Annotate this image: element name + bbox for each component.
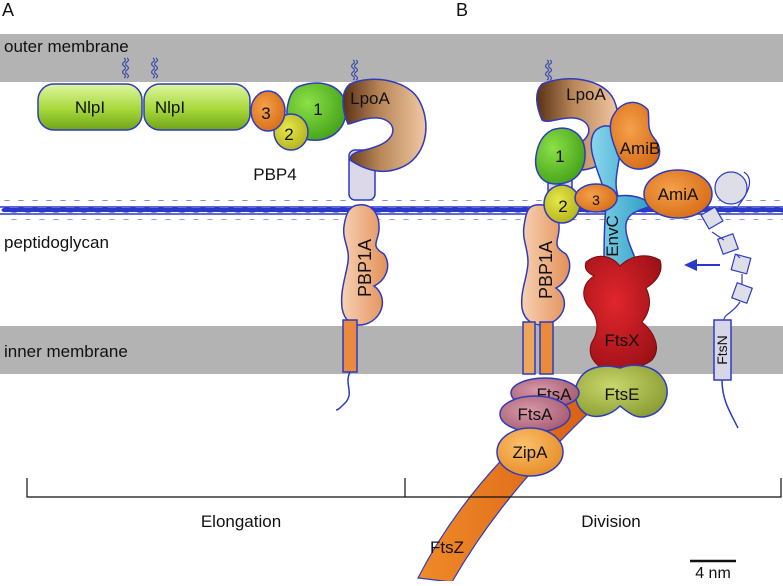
pbp1a-b-tm-2: [539, 321, 554, 375]
pbp4-b-domain-1-label: 1: [555, 147, 564, 166]
pbp4-b-domain-3: [574, 183, 618, 213]
ftsx: [583, 255, 662, 373]
nlpi-right-label: NlpI: [155, 98, 185, 117]
ftsa-2-label: FtsA: [518, 405, 554, 424]
ftsn-periplasmic: [700, 171, 754, 305]
amia-label: AmiA: [658, 185, 699, 204]
elongation-label: Elongation: [201, 512, 281, 531]
pbp4-domain-1-label: 1: [313, 100, 322, 119]
pbp4-b-domain-3-label: 3: [592, 192, 600, 208]
pbp4-b-domain-2-label: 2: [558, 197, 567, 216]
lpoa-b-label: LpoA: [566, 85, 606, 104]
outer-membrane: [0, 34, 783, 82]
ftsz-label: FtsZ: [430, 538, 464, 557]
peptidoglycan-label: peptidoglycan: [4, 233, 109, 252]
ftsn-linker: [711, 171, 751, 321]
panel-label-b: B: [456, 0, 468, 20]
pbp1a-b-tm-1: [522, 321, 536, 375]
nlpi-right: [143, 83, 251, 131]
outer-membrane-label: outer membrane: [4, 37, 129, 56]
amib-label: AmiB: [620, 139, 661, 158]
lpoa-a: [342, 78, 427, 172]
pbp1a-a-transmembrane: [342, 319, 358, 373]
division-label: Division: [581, 512, 641, 531]
pbp1a-a-label: PBP1A: [355, 239, 375, 297]
panel-label-a: A: [2, 0, 14, 20]
ftsn-tail: [721, 379, 739, 429]
inner-membrane-label: inner membrane: [4, 342, 128, 361]
ftsn-label: FtsN: [714, 335, 730, 365]
pbp4-domain-3: [250, 90, 286, 132]
amia: [643, 169, 713, 219]
pbp4-b-domain-1: [534, 127, 586, 185]
ftsx-label: FtsX: [605, 331, 640, 350]
pbp4-label: PBP4: [253, 165, 296, 184]
lpoa-a-label: LpoA: [350, 89, 390, 108]
nlpi-left: [37, 83, 143, 131]
zipa: [496, 427, 564, 477]
amib: [609, 101, 661, 170]
pbp4-domain-2-label: 2: [284, 125, 293, 144]
zipa-label: ZipA: [513, 443, 549, 462]
nlpi-left-label: NlpI: [75, 98, 105, 117]
arrow-left-icon: [684, 259, 720, 271]
bracket: [26, 478, 782, 498]
scale-bar-label: 4 nm: [695, 565, 731, 581]
pbp1a-a-tail: [335, 371, 351, 411]
pbp4-domain-3-label: 3: [261, 104, 270, 123]
pbp1a-b-label: PBP1A: [536, 241, 556, 299]
ftse: [574, 364, 668, 418]
pbp1a-a: [340, 204, 389, 326]
envc-label: EnvC: [603, 215, 622, 257]
lipid-anchor-icon: [121, 57, 553, 81]
ftse-label: FtsE: [605, 385, 640, 404]
